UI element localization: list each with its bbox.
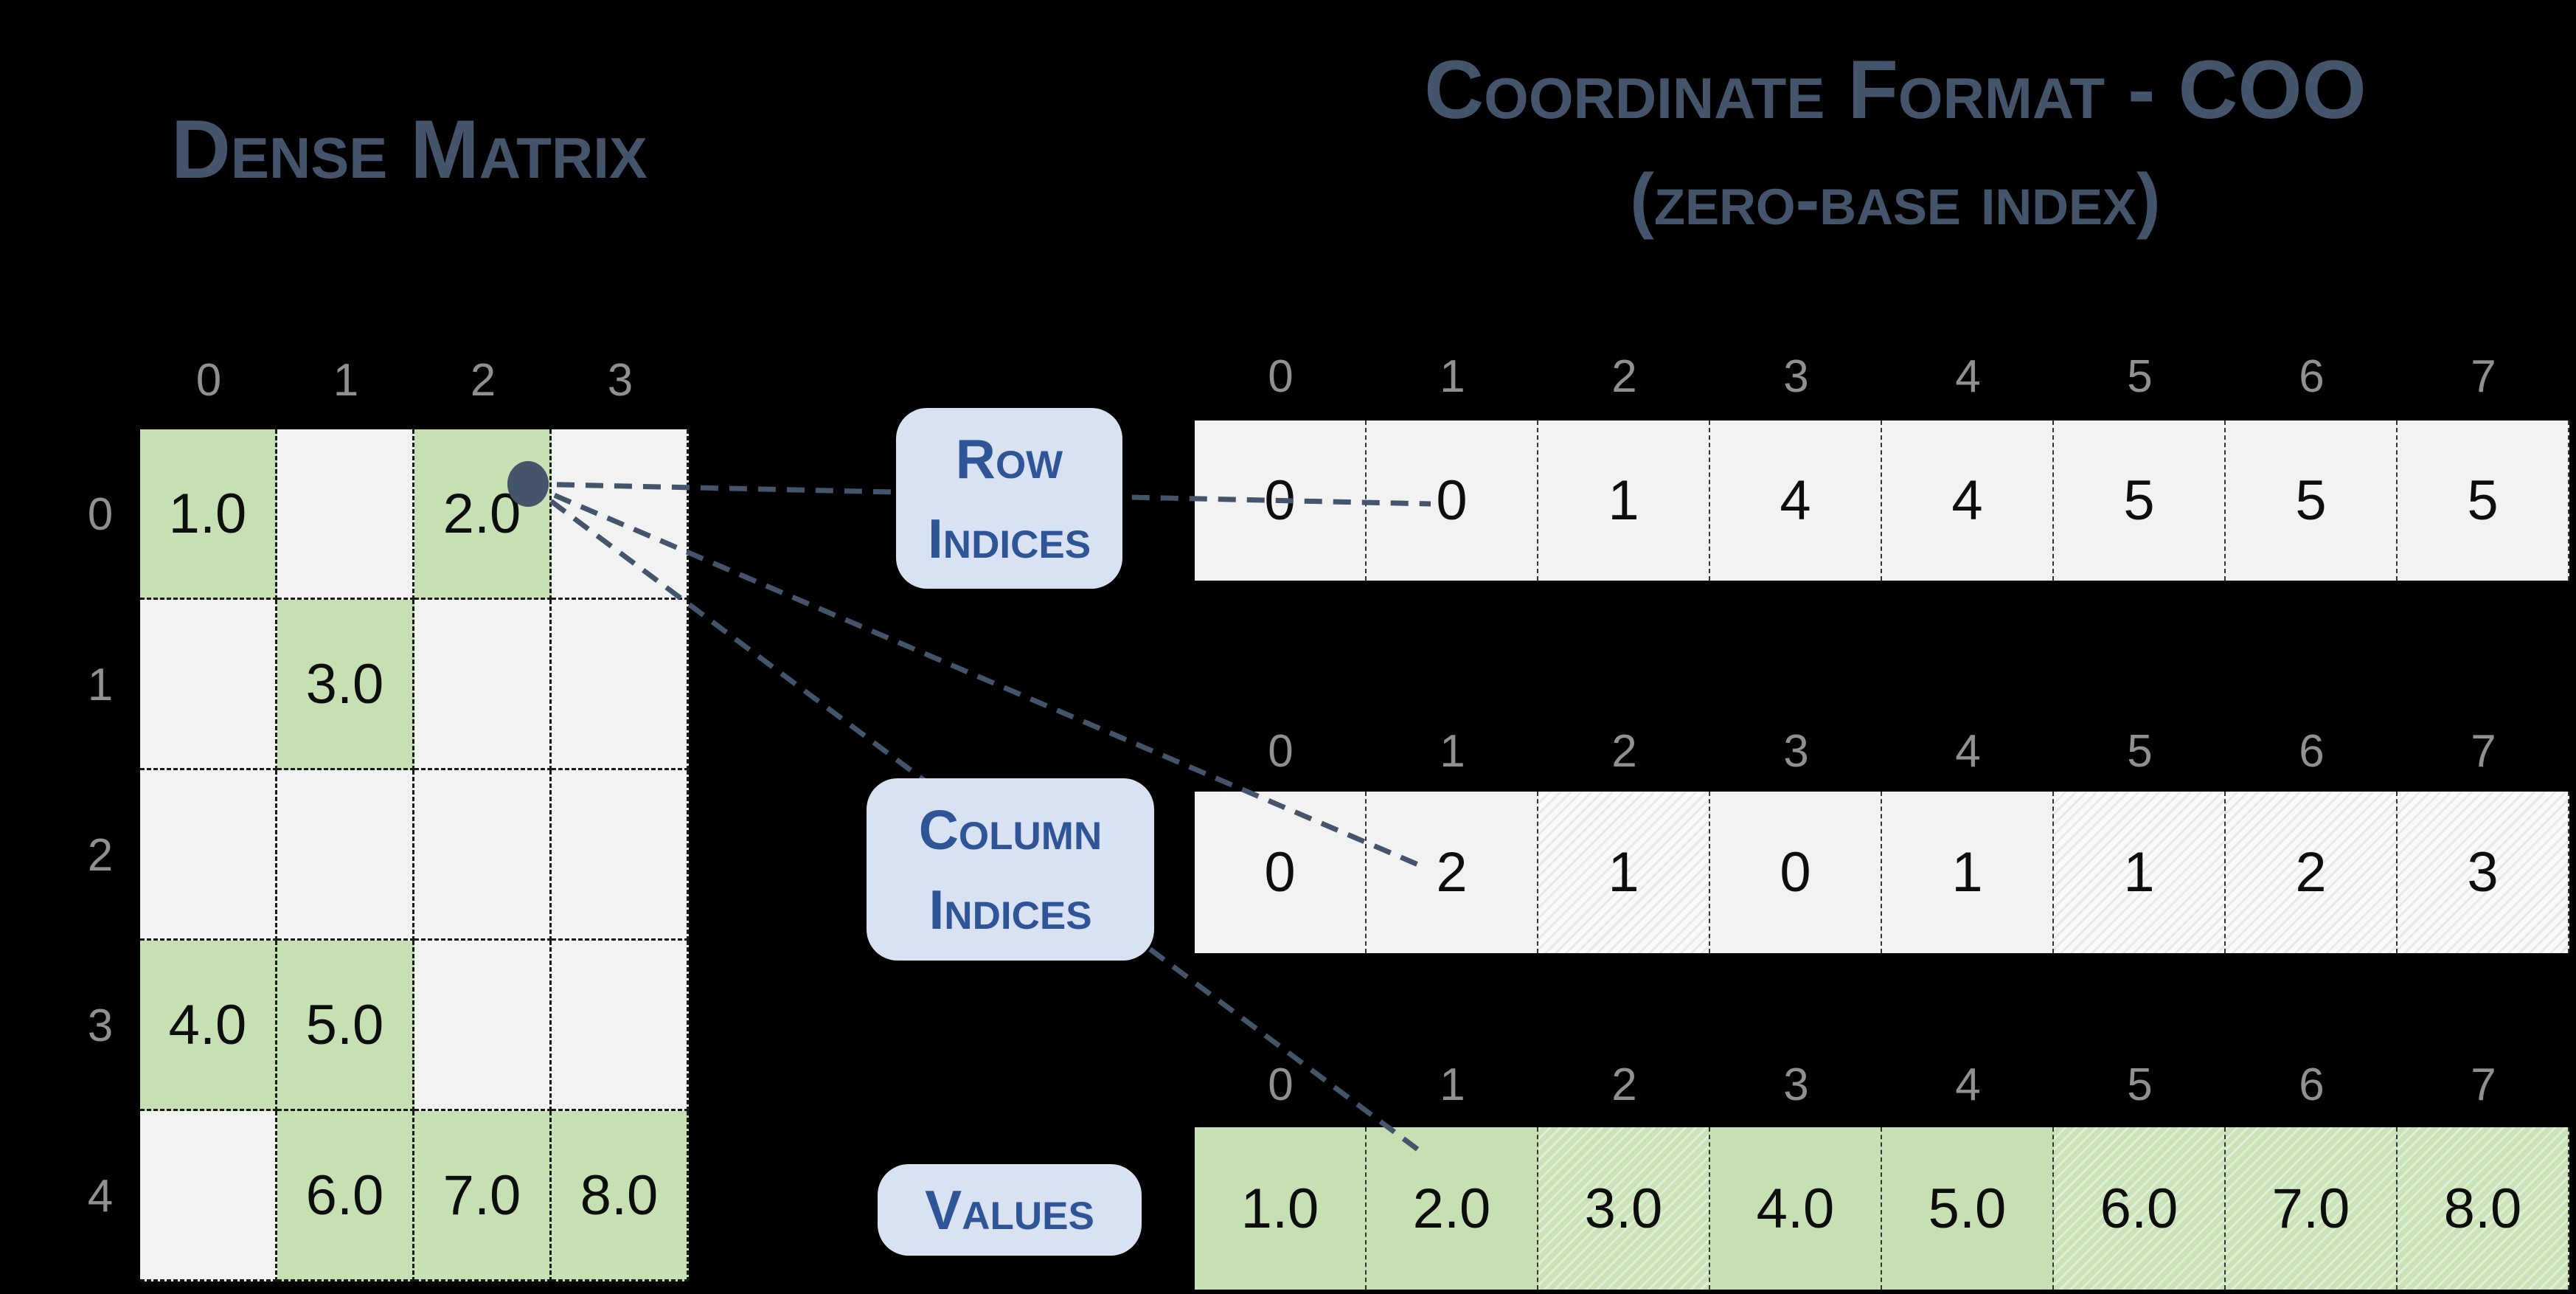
column-indices-headers: 0 1 2 3 4 5 6 7 [1195, 707, 2569, 795]
column-index-cell: 2 [1367, 792, 1538, 953]
column-index-cell: 3 [2398, 792, 2569, 953]
array-index-header: 4 [1955, 725, 1981, 777]
matrix-row-header: 3 [87, 1000, 114, 1051]
matrix-col-header: 1 [333, 354, 359, 406]
array-index-header: 5 [2127, 350, 2153, 402]
value-cell: 3.0 [1538, 1127, 1710, 1290]
coo-title-line2: (zero-base index) [1630, 159, 2161, 241]
matrix-cell [140, 600, 277, 770]
matrix-cell [552, 770, 689, 941]
matrix-cell [552, 941, 689, 1111]
matrix-cell [414, 770, 552, 941]
array-index-header: 7 [2471, 1059, 2496, 1110]
value-cell: 1.0 [1195, 1127, 1367, 1290]
callout-row-indices-line2: Indices [927, 507, 1091, 570]
callout-row-indices: Row Indices [896, 408, 1122, 589]
matrix-cell: 3.0 [277, 600, 414, 770]
array-index-header: 0 [1268, 1059, 1294, 1110]
matrix-cell: 7.0 [414, 1111, 552, 1281]
row-index-cell: 5 [2226, 421, 2398, 581]
array-index-header: 0 [1268, 725, 1294, 777]
coo-title: Coordinate Format - COO (zero-base index… [1320, 31, 2471, 251]
row-index-cell: 5 [2054, 421, 2226, 581]
matrix-cell: 8.0 [552, 1111, 689, 1281]
row-index-cell: 0 [1367, 421, 1538, 581]
row-indices-headers: 0 1 2 3 4 5 6 7 [1195, 332, 2569, 421]
matrix-col-header: 2 [470, 354, 496, 406]
row-index-cell: 0 [1195, 421, 1367, 581]
matrix-column-headers: 0 1 2 3 [140, 336, 689, 424]
callout-row-indices-line1: Row [955, 427, 1063, 490]
array-index-header: 6 [2299, 1059, 2325, 1110]
array-index-header: 1 [1440, 725, 1465, 777]
value-cell: 7.0 [2226, 1127, 2398, 1290]
callout-column-indices: Column Indices [867, 778, 1154, 961]
row-index-cell: 1 [1538, 421, 1710, 581]
value-cell: 2.0 [1367, 1127, 1538, 1290]
array-index-header: 5 [2127, 725, 2153, 777]
array-index-header: 4 [1955, 350, 1981, 402]
callout-values-line1: Values [925, 1179, 1094, 1241]
array-index-header: 4 [1955, 1059, 1981, 1110]
array-index-header: 2 [1611, 350, 1637, 402]
array-index-header: 6 [2299, 350, 2325, 402]
array-index-header: 2 [1611, 725, 1637, 777]
matrix-row-header: 1 [87, 660, 114, 710]
matrix-row-headers: 0 1 2 3 4 [65, 429, 136, 1281]
matrix-cell [277, 770, 414, 941]
matrix-cell [277, 429, 414, 600]
matrix-cell [552, 429, 689, 600]
callout-column-indices-line1: Column [918, 798, 1103, 861]
column-index-cell: 1 [2054, 792, 2226, 953]
matrix-col-header: 0 [195, 354, 222, 406]
coo-title-line1: Coordinate Format - COO [1424, 44, 2367, 136]
column-index-cell: 2 [2226, 792, 2398, 953]
matrix-cell [414, 600, 552, 770]
callout-column-indices-line2: Indices [928, 878, 1092, 941]
row-index-cell: 4 [1882, 421, 2054, 581]
array-index-header: 5 [2127, 1059, 2153, 1110]
value-cell: 5.0 [1882, 1127, 2054, 1290]
column-index-cell: 0 [1195, 792, 1367, 953]
array-index-header: 3 [1783, 1059, 1809, 1110]
array-index-header: 6 [2299, 725, 2325, 777]
array-index-header: 1 [1440, 350, 1465, 402]
matrix-row-header: 0 [87, 489, 114, 540]
array-index-header: 3 [1783, 350, 1809, 402]
value-cell: 4.0 [1710, 1127, 1882, 1290]
row-index-cell: 5 [2398, 421, 2569, 581]
array-index-header: 3 [1783, 725, 1809, 777]
array-index-header: 1 [1440, 1059, 1465, 1110]
matrix-cell: 4.0 [140, 941, 277, 1111]
matrix-cell: 5.0 [277, 941, 414, 1111]
column-index-cell: 1 [1882, 792, 2054, 953]
row-index-cell: 4 [1710, 421, 1882, 581]
array-index-header: 0 [1268, 350, 1294, 402]
column-index-cell: 0 [1710, 792, 1882, 953]
matrix-col-header: 3 [607, 354, 633, 406]
values-headers: 0 1 2 3 4 5 6 7 [1195, 1040, 2569, 1129]
matrix-row-header: 4 [87, 1171, 114, 1222]
array-index-header: 2 [1611, 1059, 1637, 1110]
callout-values: Values [878, 1164, 1142, 1256]
matrix-cell [140, 1111, 277, 1281]
array-index-header: 7 [2471, 725, 2496, 777]
matrix-cell [552, 600, 689, 770]
column-index-cell: 1 [1538, 792, 1710, 953]
value-cell: 8.0 [2398, 1127, 2569, 1290]
matrix-cell: 2.0 [414, 429, 552, 600]
array-index-header: 7 [2471, 350, 2496, 402]
matrix-row-header: 2 [87, 830, 114, 881]
matrix-cell: 6.0 [277, 1111, 414, 1281]
matrix-cell [140, 770, 277, 941]
value-cell: 6.0 [2054, 1127, 2226, 1290]
dense-matrix-title: Dense Matrix [171, 103, 648, 196]
matrix-cell: 1.0 [140, 429, 277, 600]
matrix-cell [414, 941, 552, 1111]
